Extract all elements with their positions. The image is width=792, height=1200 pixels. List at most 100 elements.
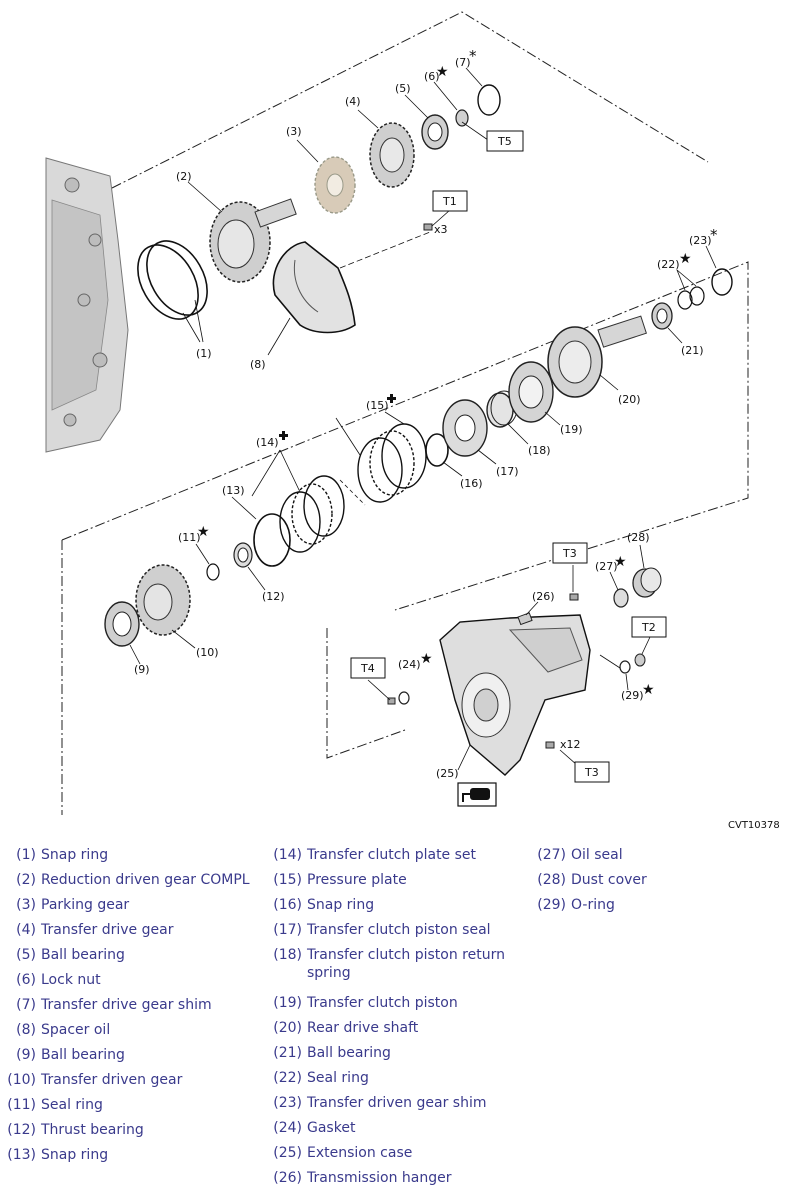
- star-11: ★: [197, 524, 210, 540]
- cross-mark-15-icon: [387, 394, 396, 403]
- part-21-ball-bearing: [651, 302, 683, 344]
- transmission-housing: [45, 157, 129, 453]
- part-13-snap-ring: [231, 496, 291, 567]
- legend-item-number: (8): [16, 1022, 36, 1038]
- legend-item-name: Seal ring: [307, 1070, 369, 1086]
- part-3-parking-gear: [296, 139, 356, 214]
- part-6-lock-nut: [433, 81, 489, 141]
- cross-mark-14-icon: [279, 431, 288, 440]
- legend-item-name: Snap ring: [307, 897, 375, 913]
- t3-lower-bolt: [545, 741, 578, 766]
- torque-callouts: T1 x3 T5 T3 T2 T4 T3 x12: [350, 130, 667, 783]
- legend-item: (2)Reduction driven gear COMPL: [0, 871, 260, 896]
- legend-item-name: Snap ring: [41, 847, 109, 863]
- legend-item: (4)Transfer drive gear: [0, 921, 260, 946]
- legend-item-name: Rear drive shaft: [307, 1020, 419, 1036]
- legend-item-number: (3): [16, 897, 36, 913]
- callout-26: (26): [532, 590, 555, 603]
- quantity-x3: x3: [434, 223, 448, 236]
- callout-10: (10): [196, 646, 219, 659]
- legend-item: (8) Spacer oil: [0, 1021, 260, 1046]
- legend-item: (19)Transfer clutch piston: [266, 994, 516, 1019]
- legend-item-number: (17): [273, 922, 302, 938]
- torque-t5: T5: [497, 135, 512, 148]
- part-29-o-ring: [599, 636, 651, 691]
- legend-item-name: Extension case: [307, 1145, 413, 1161]
- legend-item: (20)Rear drive shaft: [266, 1019, 516, 1044]
- parts-legend-column-1: (1) Snap ring (2)Reduction driven gear COM…: [0, 846, 260, 1171]
- callout-19: (19): [560, 423, 583, 436]
- part-17-transfer-clutch-piston-seal: [442, 399, 497, 465]
- legend-item-name: Ball bearing: [41, 1047, 125, 1063]
- legend-item-name: Transfer clutch piston: [307, 995, 458, 1011]
- legend-item: (3) Parking gear: [0, 896, 260, 921]
- legend-item-name: Transfer clutch plate set: [307, 847, 477, 863]
- parts-legend-column-3: (27)Oil seal(28)Dust cover(29)O-ring: [530, 846, 680, 921]
- legend-item-name: Transfer driven gear shim: [307, 1095, 487, 1111]
- legend-item-name: Parking gear: [41, 897, 130, 913]
- legend-item-number: (16): [273, 897, 302, 913]
- callout-3: (3): [286, 125, 302, 138]
- part-9-ball-bearing: [104, 601, 141, 665]
- legend-item-number: (29): [537, 897, 566, 913]
- legend-item-number: (22): [273, 1070, 302, 1086]
- legend-item-number: (26): [273, 1170, 302, 1186]
- special-symbols: ★ * ★ ★ * ★ ★ ★: [197, 47, 718, 698]
- legend-item-name: Snap ring: [41, 1147, 109, 1163]
- star-22: ★: [679, 251, 692, 267]
- part-16-snap-ring: [425, 433, 463, 477]
- legend-item-number: (10): [7, 1072, 36, 1088]
- part-11-seal-ring: [195, 543, 220, 581]
- callout-11: (11): [178, 531, 201, 544]
- part-19-transfer-clutch-piston: [508, 361, 561, 426]
- legend-item-number: (7): [16, 997, 36, 1013]
- part-1-snap-ring: [137, 240, 208, 343]
- torque-t2: T2: [641, 621, 656, 634]
- callout-16: (16): [460, 477, 483, 490]
- legend-item: (7) Transfer drive gear shim: [0, 996, 260, 1021]
- legend-item-number: (25): [273, 1145, 302, 1161]
- star-24: ★: [420, 651, 433, 667]
- part-22-seal-ring: [676, 269, 705, 310]
- part-4-transfer-drive-gear: [357, 109, 415, 188]
- legend-item-number: (18): [273, 947, 302, 963]
- callout-12: (12): [262, 590, 285, 603]
- legend-item-number: (23): [273, 1095, 302, 1111]
- legend-item: (5)Ball bearing: [0, 946, 260, 971]
- legend-item: (14)Transfer clutch plate set: [266, 846, 516, 871]
- callout-1: (1): [196, 347, 212, 360]
- legend-item: (15)Pressure plate: [266, 871, 516, 896]
- callout-7: (7): [455, 56, 471, 69]
- part-8-spacer-oil: [267, 231, 431, 356]
- part-26-transmission-hanger: [517, 601, 539, 626]
- legend-item-name: Transfer drive gear: [41, 922, 174, 938]
- parts-legend-column-2: (14)Transfer clutch plate set(15)Pressur…: [266, 846, 516, 1194]
- exploded-parts-diagram: (1) (2) (3) (4) (5) (6) (7) (8) (9) (10)…: [45, 11, 749, 815]
- quantity-x12: x12: [560, 738, 581, 751]
- legend-item-name: Gasket: [307, 1120, 356, 1136]
- legend-item: (17)Transfer clutch piston seal: [266, 921, 516, 946]
- legend-item-name: Ball bearing: [41, 947, 125, 963]
- legend-item-number: (6): [16, 972, 36, 988]
- part-5-ball-bearing: [404, 94, 449, 150]
- legend-item-name: Thrust bearing: [41, 1122, 144, 1138]
- asterisk-7: *: [469, 47, 477, 65]
- legend-item-number: (1): [16, 847, 36, 863]
- legend-item-number: (11): [7, 1097, 36, 1113]
- legend-item: (13)Snap ring: [0, 1146, 260, 1171]
- legend-item: (24)Gasket: [266, 1119, 516, 1144]
- legend-item: (28)Dust cover: [530, 871, 680, 896]
- torque-t3-lower: T3: [584, 766, 599, 779]
- callout-25: (25): [436, 767, 459, 780]
- legend-item-name: Seal ring: [41, 1097, 103, 1113]
- part-2-reduction-driven-gear: [187, 181, 297, 283]
- callout-8: (8): [250, 358, 266, 371]
- legend-item-name: Transfer driven gear: [41, 1072, 183, 1088]
- legend-item-name: Spacer oil: [41, 1022, 111, 1038]
- part-10-transfer-driven-gear: [135, 564, 196, 649]
- legend-item-name: Ball bearing: [307, 1045, 391, 1061]
- legend-item-number: (2): [16, 872, 36, 888]
- legend-item-name: Transfer drive gear shim: [41, 997, 212, 1013]
- callout-18: (18): [528, 444, 551, 457]
- legend-item: (9)Ball bearing: [0, 1046, 260, 1071]
